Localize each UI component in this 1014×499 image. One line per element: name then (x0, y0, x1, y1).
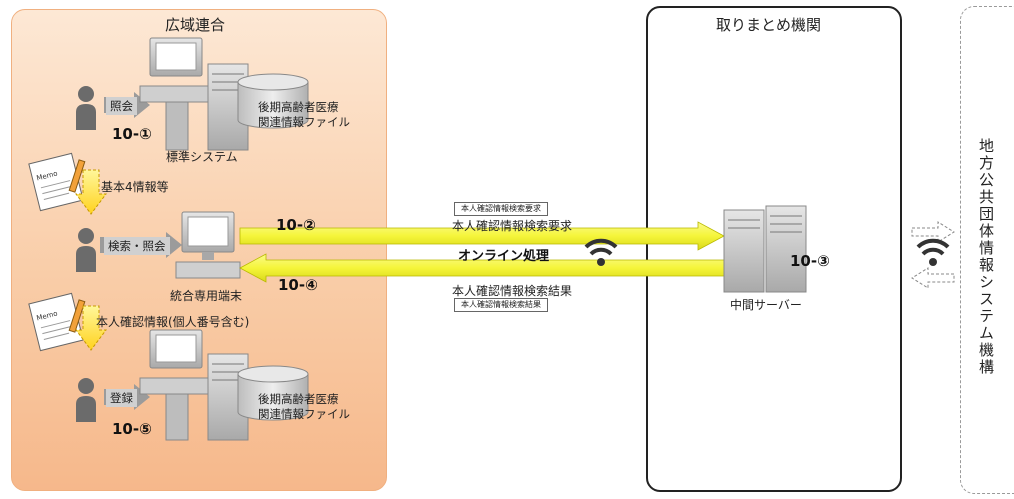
local-gov-system-panel (960, 6, 1014, 494)
step-10-1: 10-① (112, 125, 152, 143)
register-tag: 登録 (106, 389, 137, 407)
identity-info-label: 本人確認情報(個人番号含む) (96, 315, 250, 329)
search-inquiry-tag: 検索・照会 (104, 237, 170, 255)
aggregation-agency-title: 取りまとめ機関 (716, 16, 822, 34)
standard-system-computer-icon (139, 37, 249, 151)
down-arrow-icon (75, 169, 107, 215)
result-box: 本人確認情報検索結果 (454, 298, 548, 312)
wifi-icon (916, 238, 950, 266)
memo-icon: Memo (28, 152, 86, 212)
regional-union-title: 広域連合 (165, 16, 226, 34)
db2-label: 後期高齢者医療 関連情報ファイル (258, 392, 350, 421)
db1-label: 後期高齢者医療 関連情報ファイル (258, 100, 350, 129)
basic-info-label: 基本4情報等 (101, 180, 169, 194)
person-icon (76, 228, 96, 272)
request-box: 本人確認情報検索要求 (454, 202, 548, 216)
step-10-3: 10-③ (790, 252, 830, 270)
person-icon (76, 378, 96, 422)
request-arrow (239, 221, 725, 251)
step-10-2: 10-② (276, 216, 316, 234)
dashed-bidirectional-arrow-icon (911, 221, 955, 289)
standard-system-label: 標準システム (166, 150, 238, 164)
database-icon (237, 365, 309, 421)
local-gov-system-title: 地方公共団体情報システム機構 (977, 138, 995, 376)
terminal-label: 統合専用端末 (170, 289, 243, 303)
intermediate-server-label: 中間サーバー (730, 298, 802, 312)
request-label: 本人確認情報検索要求 (452, 219, 573, 233)
intermediate-server-icon (723, 205, 807, 293)
person-icon (76, 86, 96, 130)
step-10-5: 10-⑤ (112, 420, 152, 438)
wifi-icon (584, 238, 618, 266)
system-computer-icon (139, 329, 249, 441)
online-processing-label: オンライン処理 (458, 249, 550, 264)
result-label: 本人確認情報検索結果 (452, 284, 573, 298)
inquiry-tag: 照会 (106, 97, 137, 115)
memo-icon: Memo (28, 292, 86, 352)
terminal-computer-icon (175, 211, 241, 279)
step-10-4: 10-④ (278, 276, 318, 294)
database-icon (237, 73, 309, 129)
down-arrow-icon (75, 305, 107, 351)
